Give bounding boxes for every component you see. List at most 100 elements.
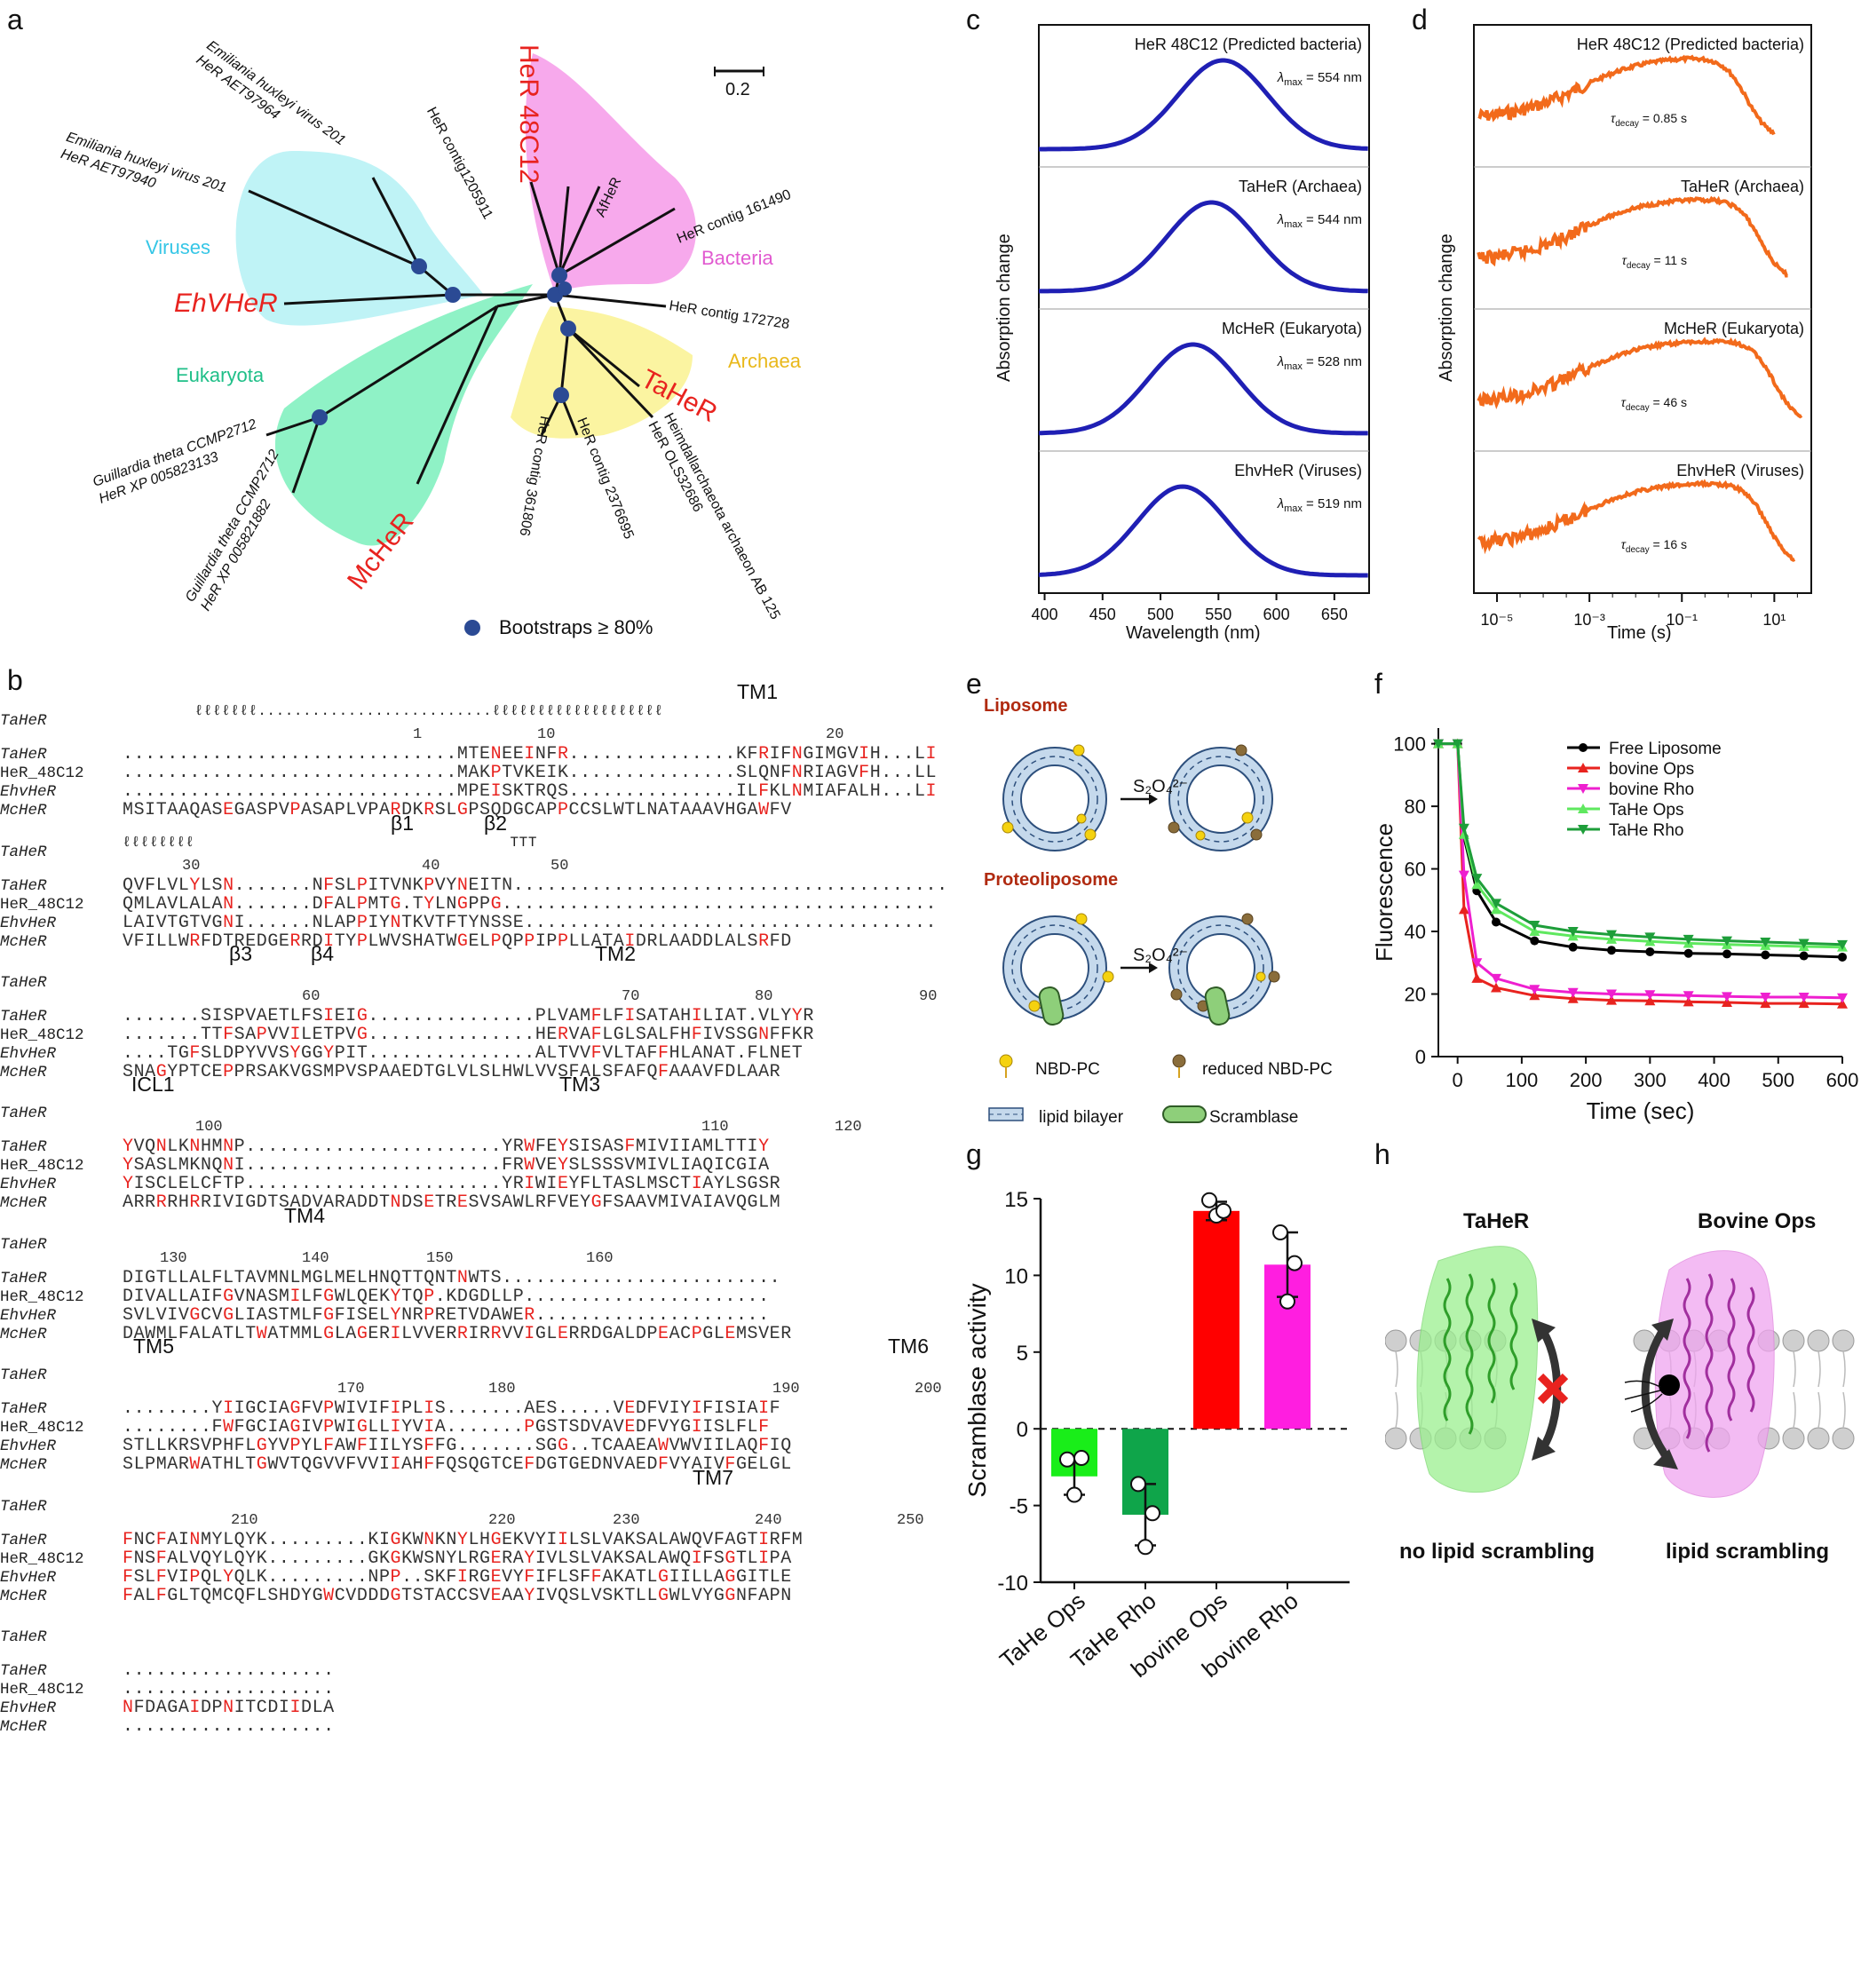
bar (1193, 1210, 1239, 1430)
sequence-name: McHeR (0, 1326, 47, 1343)
data-point (1458, 904, 1469, 915)
scrambling-lipid-head (1659, 1374, 1680, 1396)
sequence-name: TaHeR (0, 1008, 47, 1026)
data-point (1722, 997, 1732, 1008)
decay-trace (1477, 54, 1776, 136)
trace-tau: τdecay = 11 s (1622, 253, 1687, 271)
y-tick-label: 15 (1004, 1188, 1028, 1212)
trace-tau: τdecay = 46 s (1621, 395, 1687, 413)
taher-helices (1443, 1273, 1518, 1435)
absorption-trace (1039, 200, 1368, 294)
data-point (1471, 874, 1483, 884)
data-point (1606, 930, 1617, 940)
trace-lambda-max: λmax = 528 nm (1277, 354, 1362, 372)
y-axis-label: Scramblase activity (963, 1283, 991, 1497)
bootstrap-legend: Bootstraps ≥ 80% (499, 616, 653, 638)
residue-number: 100 (195, 1119, 223, 1136)
sequence-name: McHeR (0, 1718, 47, 1736)
trace-title: HeR 48C12 (Predicted bacteria) (1577, 36, 1804, 53)
sequence-name: TaHeR (0, 877, 47, 895)
ops-structure-title: Bovine Ops (1698, 1209, 1817, 1233)
y-tick-label: 0 (1415, 1046, 1426, 1068)
sequence-row: ........YIIGCIAGFVPWIVIFIPLIS.......AES.… (123, 1398, 781, 1419)
data-point (1471, 879, 1483, 890)
sequence-name: HeR_48C12 (0, 1681, 84, 1699)
x-tick-label: 100 (1506, 1069, 1539, 1091)
sequence-name: TaHeR (0, 1138, 47, 1156)
reduced-lipids (1168, 744, 1280, 1012)
legend-reduced: reduced NBD-PC (1202, 1060, 1333, 1079)
y-tick-label: 40 (1405, 921, 1426, 943)
panel-label-f: f (1374, 668, 1382, 700)
residue-number: 180 (488, 1381, 516, 1398)
sequence-row: DAWMLFALATLTWATMMLGLAGERILVVERRIRRVVIGLE… (123, 1324, 792, 1344)
sequence-name: EhvHeR (0, 1569, 57, 1587)
legend-label: TaHe Ops (1609, 801, 1683, 820)
sequence-name: McHeR (0, 1064, 47, 1081)
y-tick-label: 20 (1405, 984, 1426, 1006)
secondary-structure-label: ICL1 (131, 1073, 175, 1096)
alignment-struct-name: TaHeR (0, 974, 47, 992)
trace-tau: τdecay = 16 s (1621, 537, 1687, 555)
data-point (1760, 993, 1771, 1003)
trace-lambda-max: λmax = 544 nm (1277, 212, 1362, 230)
legend-marker (1578, 825, 1588, 835)
data-point (1683, 948, 1693, 958)
data-point (1798, 993, 1810, 1003)
panel-label-e: e (966, 668, 982, 700)
replicate-point (1073, 1450, 1089, 1467)
replicate-point (1287, 1255, 1303, 1271)
sequence-name: EhvHeR (0, 1045, 57, 1063)
bootstrap-nodes (312, 258, 576, 425)
x-tick-label: 10⁻¹ (1666, 611, 1698, 629)
residue-number: 220 (488, 1512, 516, 1529)
residue-number: 130 (160, 1250, 187, 1267)
phylogenetic-tree (235, 53, 764, 636)
residue-number: 20 (826, 726, 844, 743)
sequence-name: EhvHeR (0, 1307, 57, 1325)
absorption-trace (1039, 58, 1368, 152)
replicate-point (1066, 1486, 1082, 1503)
bootstrap-legend-dot (464, 620, 480, 636)
panel-label-d: d (1412, 4, 1428, 36)
data-point (1645, 946, 1655, 956)
sequence-name: McHeR (0, 1194, 47, 1212)
sequence-name: McHeR (0, 933, 47, 951)
data-point (1567, 987, 1579, 998)
y-tick-label: 80 (1405, 796, 1426, 818)
data-point (1683, 934, 1694, 945)
sequence-name: HeR_48C12 (0, 896, 84, 914)
scrambling-label: lipid scrambling (1666, 1540, 1830, 1564)
data-point (1606, 994, 1617, 1005)
decay-trace (1477, 479, 1796, 562)
secondary-structure-label: TM6 (888, 1335, 929, 1358)
sequence-row: YSASLMKNQNI.......................FRWVEY… (123, 1155, 770, 1176)
legend-bilayer: lipid bilayer (1039, 1108, 1124, 1127)
data-point (1644, 995, 1656, 1006)
sequence-row: ................... (123, 1679, 335, 1699)
sequence-row: FNCFAINMYLQYK.........KIGKWNKNYLHGEKVYII… (123, 1530, 804, 1550)
replicate-point (1137, 1539, 1153, 1556)
reagent-label-2: S₂O₄²⁻ (1133, 946, 1189, 965)
data-point (1837, 939, 1848, 950)
no-scrambling-label: no lipid scrambling (1399, 1540, 1596, 1564)
legend-marker (1578, 763, 1588, 772)
data-point (1760, 938, 1771, 948)
data-point (1568, 942, 1578, 952)
x-tick-label: 10⁻³ (1573, 611, 1605, 629)
sequence-row: ..............................MAKPTVKEIK… (123, 763, 938, 783)
data-point (1529, 990, 1540, 1001)
data-point (1529, 926, 1540, 937)
residue-number: 40 (422, 858, 440, 875)
group-label-archaea: Archaea (728, 350, 801, 372)
residue-number: 70 (622, 988, 640, 1005)
leaf-her48c12: HeR 48C12 (514, 44, 543, 184)
data-point (1683, 996, 1694, 1007)
alignment-struct-name: TaHeR (0, 712, 47, 730)
x-tick-label: 600 (1826, 1069, 1859, 1091)
residue-number: 120 (835, 1119, 862, 1136)
data-point (1837, 993, 1848, 1003)
sequence-name: McHeR (0, 1588, 47, 1605)
x-tick-label: 400 (1032, 606, 1058, 623)
alignment-struct-name: TaHeR (0, 1236, 47, 1254)
